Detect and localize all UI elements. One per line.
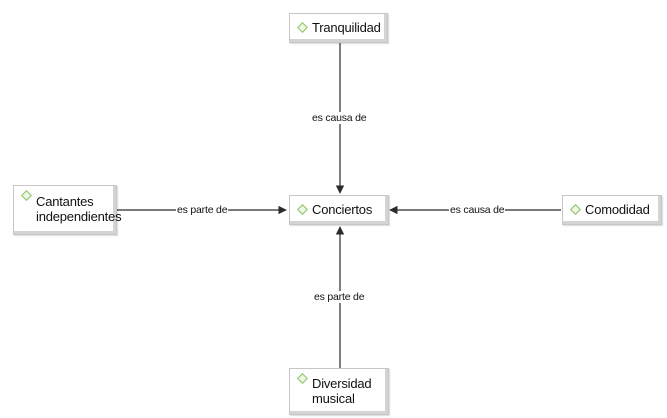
node-comodidad[interactable]: Comodidad <box>562 195 662 225</box>
node-label: Comodidad <box>585 201 650 217</box>
node-tranquilidad[interactable]: Tranquilidad <box>289 13 388 43</box>
node-cantantes-independientes[interactable]: Cantantes independientes <box>13 185 122 235</box>
concept-diamond-icon <box>297 373 308 384</box>
concept-diamond-icon <box>297 203 308 215</box>
node-label: Cantantes independientes <box>36 194 122 224</box>
concept-diamond-icon <box>297 21 308 33</box>
node-diversidad-musical[interactable]: Diversidad musical <box>289 368 389 415</box>
node-label: Tranquilidad <box>312 19 381 35</box>
concept-diamond-icon <box>570 203 581 215</box>
edge-label-cantantes-conciertos: es parte de <box>176 204 229 216</box>
node-label: Conciertos <box>312 201 373 217</box>
node-label: Diversidad musical <box>312 375 372 406</box>
concept-diamond-icon <box>21 190 32 201</box>
edge-label-tranquilidad-conciertos: es causa de <box>311 112 368 124</box>
edge-label-comodidad-conciertos: es causa de <box>449 204 506 216</box>
node-conciertos[interactable]: Conciertos <box>289 195 389 225</box>
edge-label-diversidad-conciertos: es parte de <box>313 291 366 303</box>
